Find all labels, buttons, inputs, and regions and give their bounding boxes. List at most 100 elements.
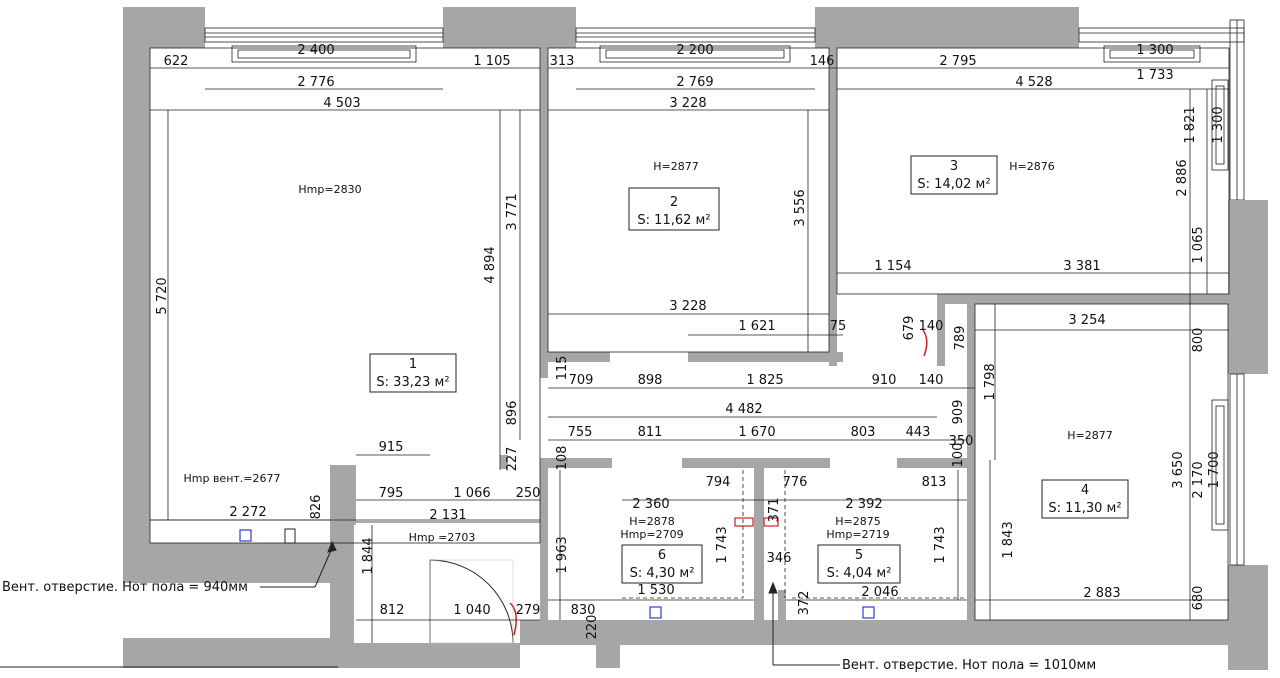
dim-text: 776 xyxy=(783,475,808,490)
door-swing-red-1 xyxy=(509,602,517,636)
dim-text: 794 xyxy=(706,475,731,490)
dim-text: 1 798 xyxy=(983,363,998,400)
dim-text: 896 xyxy=(505,401,520,426)
vent-note-bottom: Вент. отверстие. Hот пола = 1010мм xyxy=(842,658,1096,673)
room-6-box xyxy=(621,544,703,584)
dim-text: 2 886 xyxy=(1175,159,1190,196)
wall-corr-3 xyxy=(897,458,975,468)
wall-stub xyxy=(500,455,508,469)
dim-text: 2 392 xyxy=(845,497,882,512)
dim-text: 826 xyxy=(309,495,324,520)
hall-height: Hmp =2703 xyxy=(409,531,476,544)
room-1-area: S: 33,23 м² xyxy=(376,375,449,390)
dim-text: 830 xyxy=(571,603,596,618)
wall-bottom xyxy=(520,620,1230,645)
dim-text: 3 771 xyxy=(505,193,520,230)
dim-text: 803 xyxy=(851,425,876,440)
wall-bottom-left xyxy=(123,543,337,583)
dim-text: 2 272 xyxy=(229,505,266,520)
dim-text: 5 720 xyxy=(155,277,170,314)
room-2-number: 2 xyxy=(670,195,678,210)
walls xyxy=(123,7,1268,670)
dim-text: 789 xyxy=(953,326,968,351)
dim-text: 1 300 xyxy=(1136,43,1173,58)
room-6-number: 6 xyxy=(658,548,666,563)
dim-text: 279 xyxy=(516,603,541,618)
room-2-box xyxy=(628,187,720,231)
room-3-box xyxy=(910,155,998,195)
entrance-door xyxy=(429,559,514,644)
room-2-height: H=2877 xyxy=(653,160,698,173)
dim-text: 4 894 xyxy=(483,246,498,283)
dim-text: 910 xyxy=(872,373,897,388)
room-1-height: Hmp=2830 xyxy=(298,183,361,196)
dim-text: 679 xyxy=(902,316,917,341)
dim-text: 250 xyxy=(516,486,541,501)
wall-corr-1 xyxy=(540,458,612,468)
dim-text: 227 xyxy=(505,447,520,472)
room-2-area: S: 11,62 м² xyxy=(637,213,710,228)
dim-text: 709 xyxy=(569,373,594,388)
dim-text: 811 xyxy=(638,425,663,440)
room-3-number: 3 xyxy=(950,159,958,174)
wall-r3-r4 xyxy=(937,294,1229,304)
dim-text: 1 300 xyxy=(1211,106,1226,143)
room-4-height: H=2877 xyxy=(1067,429,1112,442)
dim-text: 371 xyxy=(767,498,782,523)
dim-text: 1 733 xyxy=(1136,68,1173,83)
wall-right-2 xyxy=(1228,565,1268,670)
dim-text: 1 530 xyxy=(637,583,674,598)
note-leaders xyxy=(0,540,840,668)
dim-text: 3 381 xyxy=(1063,259,1100,274)
red-marker-2 xyxy=(763,517,779,527)
dim-text: 1 743 xyxy=(933,526,948,563)
dim-text: 2 131 xyxy=(429,508,466,523)
door-swing-red-2 xyxy=(922,329,928,357)
vent-icon-1 xyxy=(239,529,252,542)
dim-text: 1 105 xyxy=(473,54,510,69)
room-6-height-2: Hmp=2709 xyxy=(620,528,683,541)
wall-r2-bottom xyxy=(688,352,843,362)
window-top-2 xyxy=(575,27,816,63)
dashed-lines xyxy=(622,470,967,599)
wall-bottom-left-2 xyxy=(123,638,337,668)
room-outlines xyxy=(149,47,1230,621)
dim-text: 350 xyxy=(949,434,974,449)
room-5-box xyxy=(817,544,901,584)
wall-bath-left xyxy=(540,458,548,628)
wall-bath-mid xyxy=(754,458,764,623)
dim-text: 108 xyxy=(555,446,570,471)
dim-text: 2 200 xyxy=(676,43,713,58)
dim-text: 2 400 xyxy=(297,43,334,58)
dim-text: 100 xyxy=(951,443,966,468)
dim-text: 2 795 xyxy=(939,54,976,69)
dim-text: 372 xyxy=(797,591,812,616)
vent-icon-2 xyxy=(649,606,662,619)
room-5-height: H=2875 xyxy=(835,515,880,528)
dim-text: 220 xyxy=(585,615,600,640)
dim-text: 2 776 xyxy=(297,75,334,90)
red-marker-1 xyxy=(734,517,754,527)
room-3-area: S: 14,02 м² xyxy=(917,177,990,192)
room-6-area: S: 4,30 м² xyxy=(630,566,695,581)
wall-right-1 xyxy=(1228,200,1268,374)
wall-bottom-stub xyxy=(596,620,620,668)
dim-text: 4 528 xyxy=(1015,75,1052,90)
dim-text: 75 xyxy=(830,319,847,334)
dim-text: 795 xyxy=(379,486,404,501)
room-4-area: S: 11,30 м² xyxy=(1048,501,1121,516)
dim-text: 140 xyxy=(919,319,944,334)
dim-text: 622 xyxy=(164,54,189,69)
dim-text: 1 700 xyxy=(1207,451,1222,488)
dim-text: 1 154 xyxy=(874,259,911,274)
dim-text: 1 040 xyxy=(453,603,490,618)
dim-text: 1 621 xyxy=(738,319,775,334)
wall-hall xyxy=(348,465,356,525)
dim-text: 755 xyxy=(568,425,593,440)
dim-text: 1 963 xyxy=(555,536,570,573)
dim-text: 800 xyxy=(1191,328,1206,353)
room-3-height: H=2876 xyxy=(1009,160,1054,173)
wall-r2-stub xyxy=(540,352,610,362)
dim-text: 115 xyxy=(555,356,570,381)
dim-text: 812 xyxy=(380,603,405,618)
